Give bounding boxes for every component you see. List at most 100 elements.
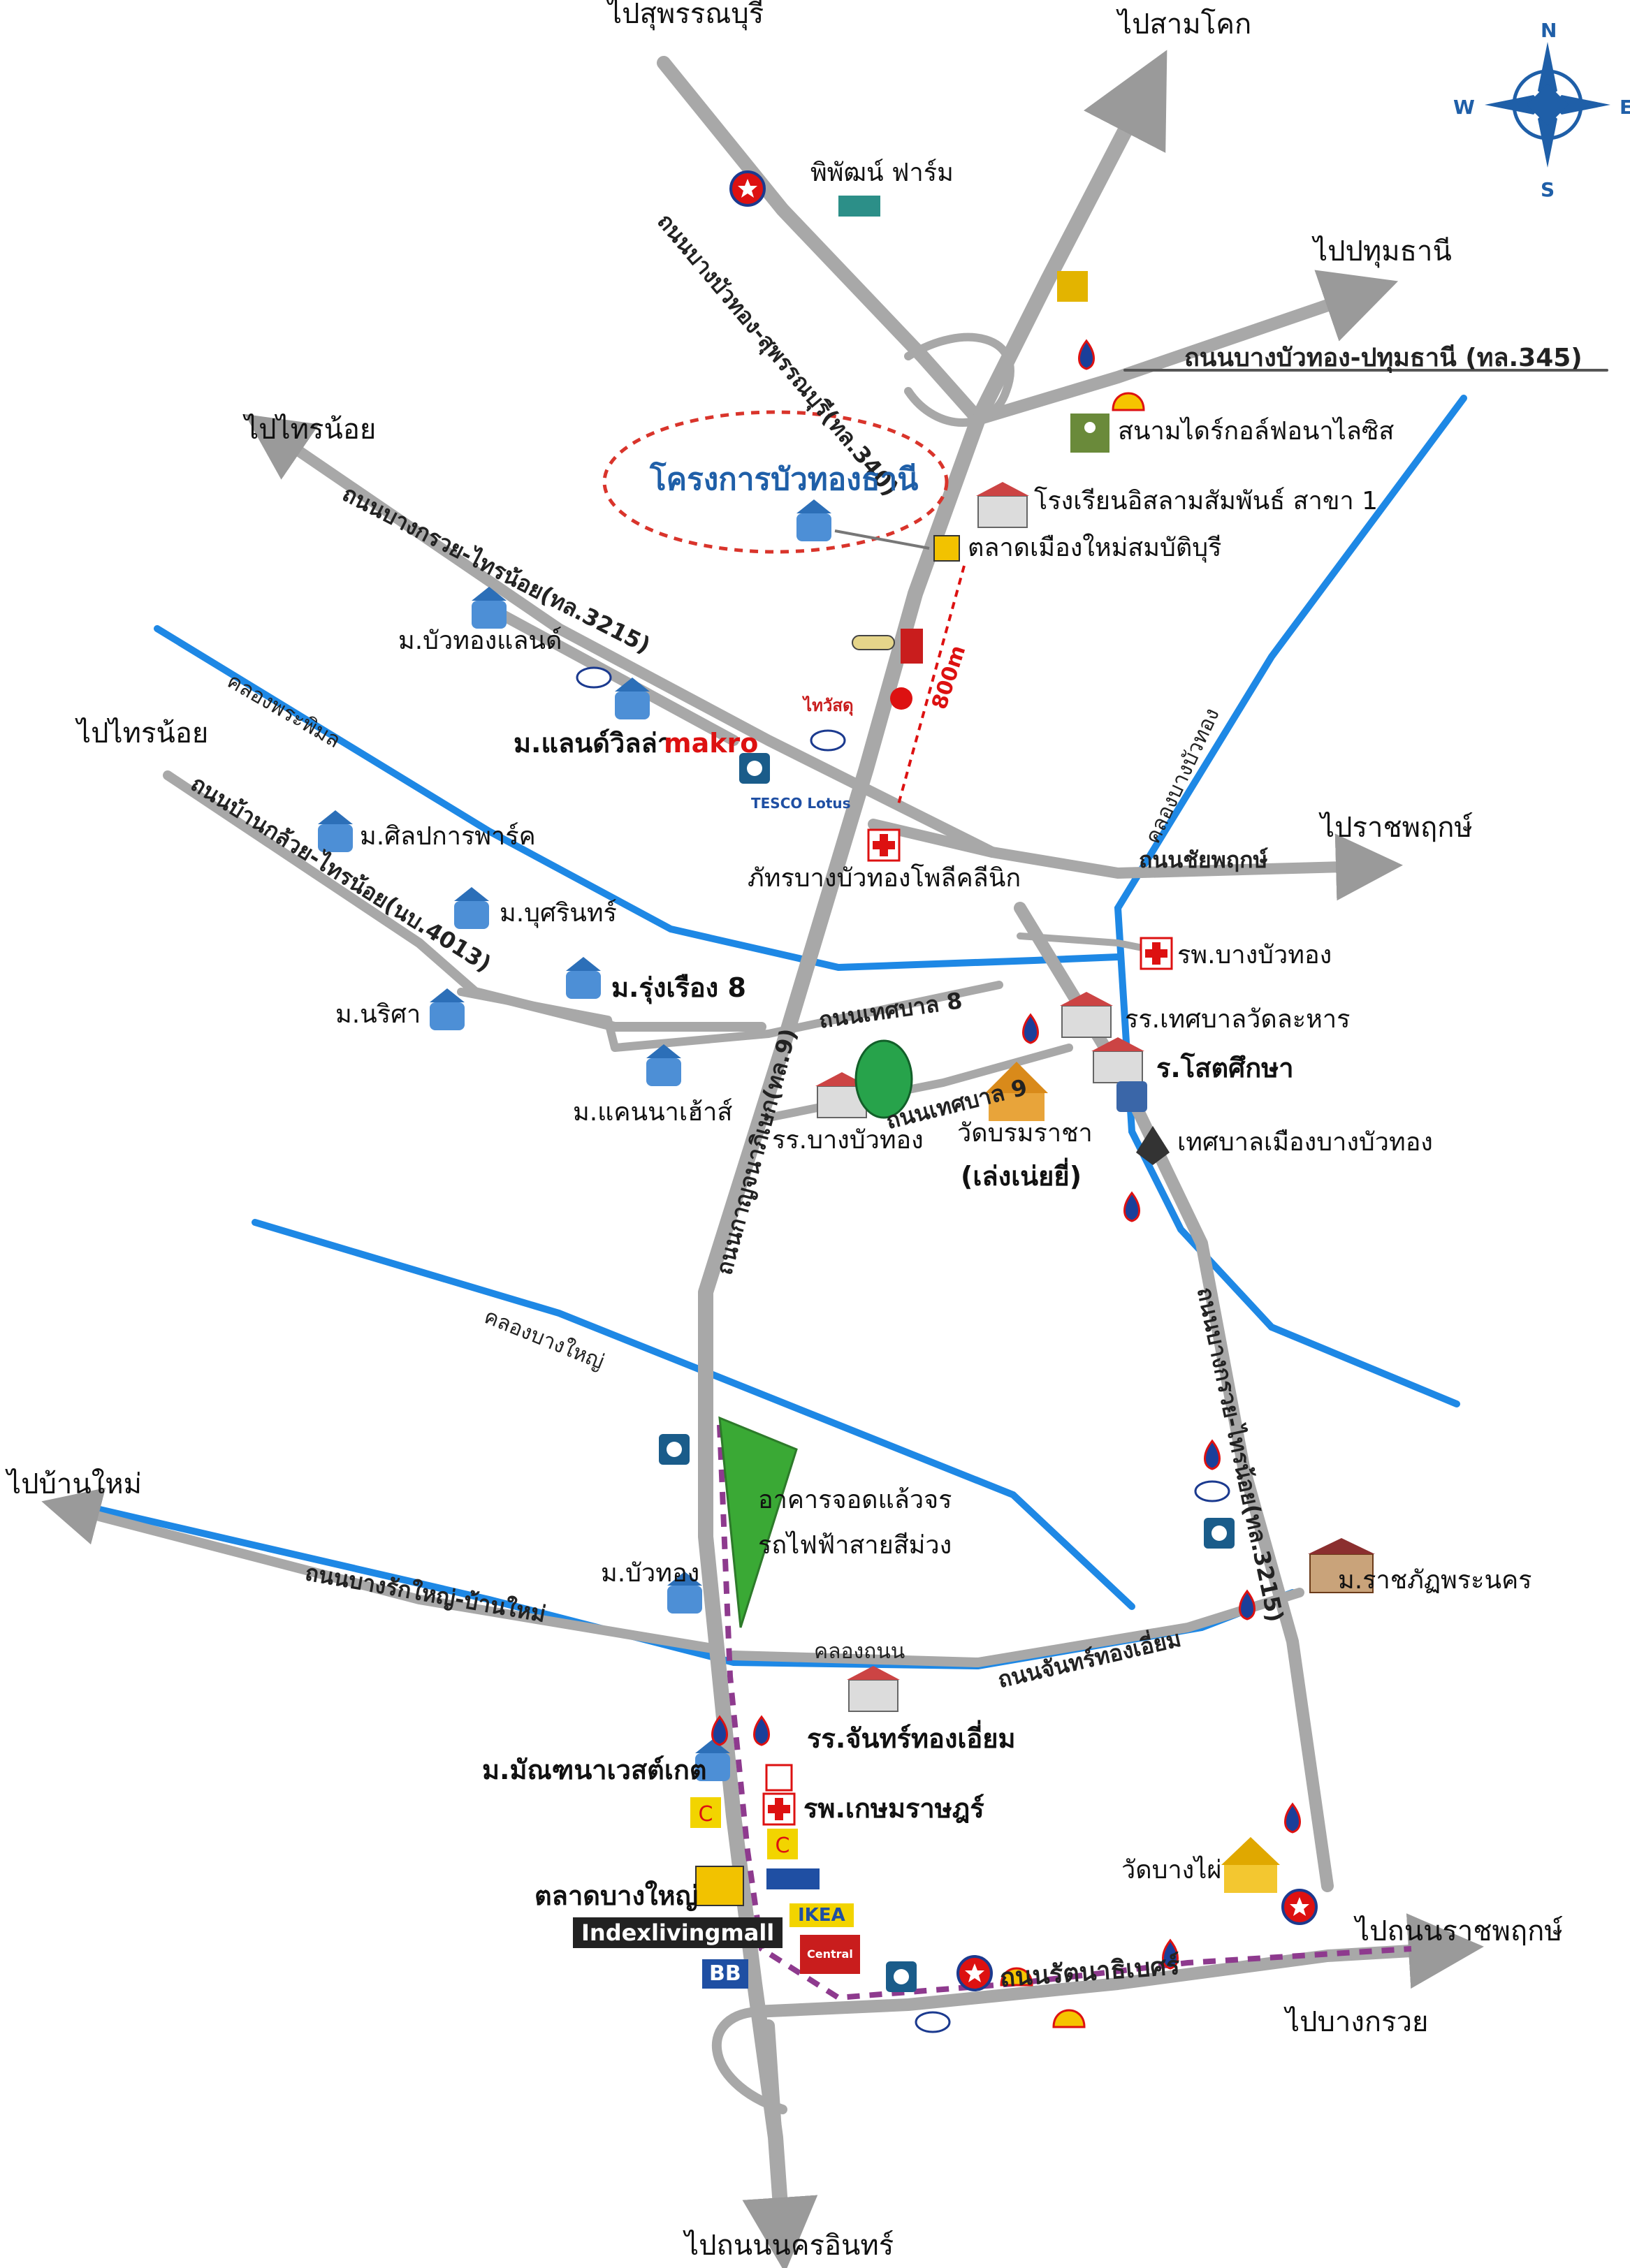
road-to-nakhon-in (742, 2019, 818, 2268)
fuel-drop-icon (1204, 1439, 1221, 1470)
red-logo-icon (901, 629, 923, 664)
golf-icon (1070, 414, 1109, 453)
place-bbt-hospital: รพ.บางบัวทอง (1177, 941, 1332, 970)
road-sainoi-upper (245, 414, 998, 858)
road-to-samkhok (970, 50, 1167, 427)
place-m-buathong: ม.บัวทอง (601, 1559, 700, 1588)
hospital-cross-icon (1140, 937, 1173, 970)
place-busarin: ม.บุศรินทร์ (500, 899, 617, 928)
school-icon (1091, 1037, 1144, 1083)
school-icon (847, 1666, 900, 1712)
roads (41, 50, 1608, 2268)
road-pathum (972, 270, 1399, 425)
fuel-drop-icon (1078, 339, 1095, 370)
distance-measure (896, 565, 966, 807)
road-chaiyaphruek (868, 819, 1403, 901)
place-bang-yai-market: ตลาดบางใหญ่ (534, 1880, 698, 1911)
dest-bang-kruai: ไปบางกรวย (1286, 2006, 1429, 2038)
village-icon (318, 810, 353, 852)
place-municipality: เทศบาลเมืองบางบัวทอง (1177, 1128, 1433, 1157)
star-fuel-icon (1281, 1889, 1318, 1925)
logo-icon (890, 687, 912, 710)
sign-icon (1057, 271, 1088, 302)
canal-bang-bua-thong (1114, 395, 1467, 1407)
place-wat-lahan-school: รร.เทศบาลวัดละหาร (1125, 1005, 1351, 1034)
dest-sainoi-mid: ไปไทรน้อย (77, 717, 209, 749)
place-buathong-land: ม.บัวทองแลนด์ (398, 627, 562, 655)
dest-sainoi-top: ไปไทรน้อย (245, 414, 377, 446)
fuel-drop-icon (711, 1715, 728, 1746)
shell-icon (1052, 2009, 1086, 2028)
place-golf: สนามไดร์กอล์ฟอนาไลซิส (1118, 417, 1395, 446)
place-chan-thong-school: รร.จันทร์ทองเอี่ยม (807, 1723, 1016, 1754)
village-icon (796, 499, 831, 541)
place-wat-borom: วัดบรมราชา (957, 1119, 1093, 1148)
svg-text:C: C (776, 1834, 790, 1858)
village-icon (454, 887, 489, 929)
place-index-living: Indexlivingmall (573, 1917, 783, 1948)
market-icon (933, 535, 960, 562)
place-rungruang8: ม.รุ่งเรือง 8 (611, 972, 746, 1003)
village-icon (695, 1739, 730, 1781)
school-icon (1308, 1538, 1375, 1593)
warehouse-icon (838, 196, 880, 217)
market-stand-icon (695, 1866, 744, 1906)
road-sainoi-west (483, 602, 739, 746)
shell-icon (1000, 1967, 1033, 1987)
place-leng-nei-yi: (เล่งเน่ยยี่) (961, 1161, 1082, 1192)
road-thetsaban8 (457, 981, 1003, 1052)
place-islam-school: โรงเรียนอิสลามสัมพันธ์ สาขา 1 (1034, 487, 1378, 515)
compass-rose (1485, 42, 1610, 168)
temple-icon (985, 1062, 1048, 1121)
fuel-drop-icon (1162, 1938, 1179, 1970)
park-ride-area (718, 1416, 798, 1628)
compass-w: W (1453, 96, 1475, 119)
place-thaiwatsadu: ไทวัสดุ (803, 696, 854, 715)
dest-nakhon-in: ไปถนนนครอินทร์ (685, 2230, 894, 2262)
place-narisa: ม.นริศา (335, 1000, 421, 1029)
south-loop (711, 2007, 787, 2114)
garuda-icon (1136, 1126, 1170, 1165)
bank-icon (886, 1961, 917, 1992)
shell-icon (1112, 392, 1145, 411)
bank-icon (1116, 1081, 1147, 1112)
fuel-drop-icon (753, 1715, 770, 1746)
place-central: Central (800, 1935, 860, 1974)
dest-ratchaphruek: ไปราชพฤกษ์ (1320, 812, 1473, 844)
place-polyclinic: ภัทรบางบัวทองโพลีคลีนิก (748, 864, 1021, 893)
road-ban-kluai (163, 770, 766, 1032)
canal-phra-phimon (154, 625, 1121, 972)
project-ellipse (602, 410, 949, 554)
bank-icon (659, 1434, 690, 1465)
star-fuel-icon (729, 170, 766, 207)
village-icon (646, 1044, 681, 1086)
village-icon (667, 1572, 702, 1614)
place-tesco: TESCO Lotus (751, 795, 851, 812)
compass-n: N (1541, 19, 1557, 42)
hospital-cross-icon (762, 1792, 796, 1826)
canal-bang-yai (252, 1219, 1135, 1610)
village-icon (472, 587, 507, 629)
dest-suphanburi: ไปสุพรรณบุรี (608, 0, 764, 30)
dest-pathumthani: ไปปทุมธานี (1314, 235, 1452, 268)
place-rajabhat: ม.ราชภัฏพระนคร (1338, 1566, 1532, 1595)
svg-text:C: C (699, 1802, 713, 1827)
school-icon (976, 482, 1029, 528)
temple-icon (1221, 1837, 1280, 1893)
dark-store-icon (766, 1868, 820, 1889)
bank-icon (1204, 1518, 1235, 1549)
village-icon (615, 678, 650, 719)
fuel-drop-icon (1123, 1191, 1140, 1222)
place-land-villa: ม.แลนด์วิลล่า (514, 728, 673, 759)
place-silpakarn-park: ม.ศิลปการพาร์ค (360, 822, 536, 851)
dest-ratchaphruek-road: ไปถนนราชพฤกษ์ (1355, 1915, 1563, 1947)
road-bang-rak (41, 1487, 718, 1653)
place-makro: makro (664, 728, 759, 759)
esso-icon (576, 666, 612, 689)
place-kasemrad: รพ.เกษมราษฎร์ (803, 1793, 984, 1824)
canal-label-khlong-thanon: คลองถนน (814, 1639, 905, 1664)
dest-samkhok: ไปสามโคก (1118, 8, 1252, 41)
dest-ban-mai: ไปบ้านใหม่ (7, 1468, 142, 1500)
place-bbt-school: รร.บางบัวทอง (772, 1126, 924, 1155)
